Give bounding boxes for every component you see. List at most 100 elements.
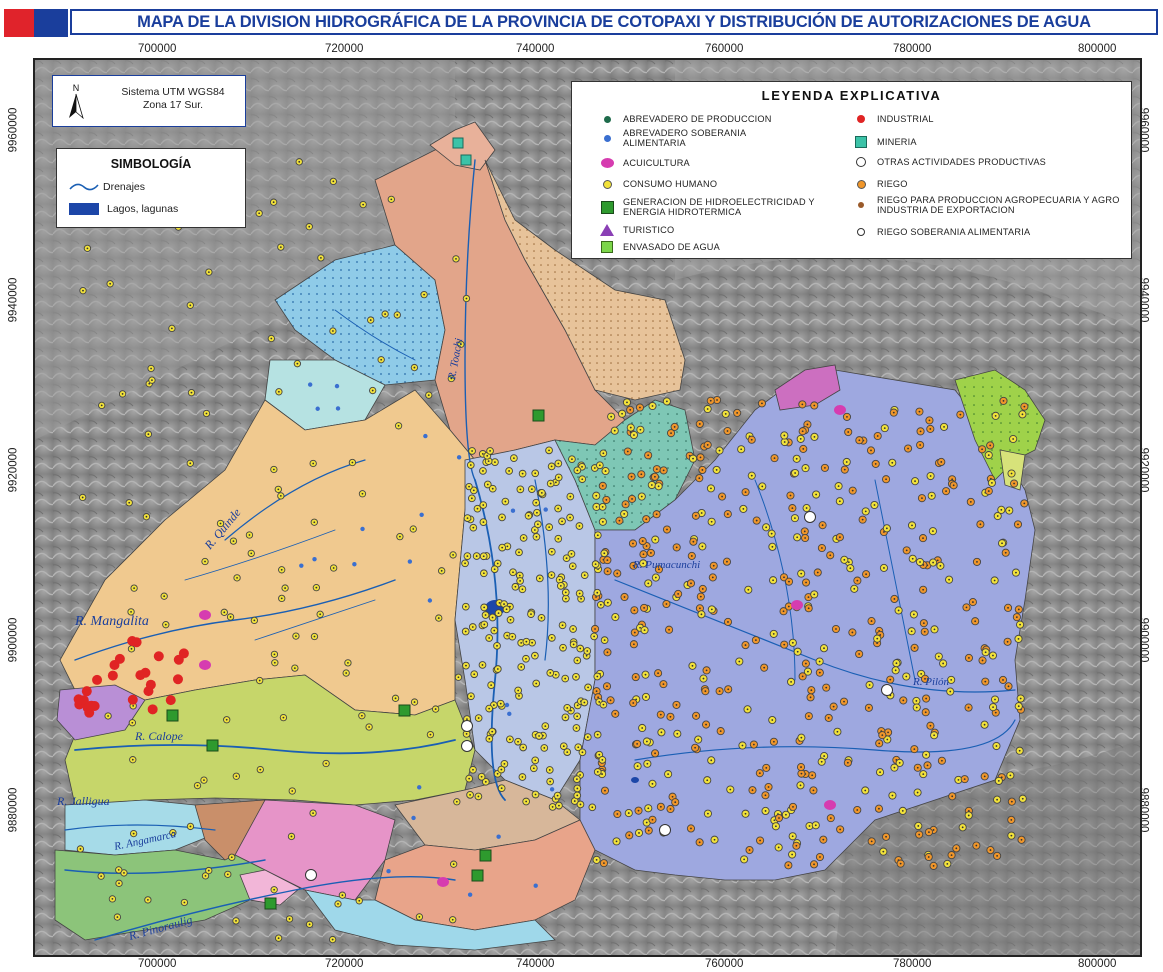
- river-west-branch-1: [184, 529, 336, 581]
- point-riego-center: [690, 827, 692, 830]
- point-riego-center: [913, 748, 916, 751]
- point-consumo-center: [128, 501, 131, 504]
- legend-item-mineria: MINERIA: [854, 135, 1124, 149]
- point-consumo-center: [596, 733, 599, 736]
- point-consumo-center: [500, 787, 503, 790]
- point-riego-center: [718, 690, 721, 693]
- point-consumo-center: [836, 730, 839, 733]
- point-consumo-center: [133, 587, 136, 590]
- point-consumo-center: [207, 869, 210, 872]
- point-consumo-center: [499, 702, 502, 705]
- point-riego-center: [851, 631, 854, 634]
- point-consumo-center: [493, 629, 496, 632]
- dot-red-icon: [857, 115, 865, 123]
- point-abrevadero-soberania: [467, 892, 473, 897]
- point-riego-center: [803, 530, 806, 533]
- point-consumo-center: [482, 572, 485, 575]
- point-riego-center: [677, 593, 680, 595]
- point-riego-center: [922, 537, 924, 540]
- legend-box: LEYENDA EXPLICATIVA ABREVADERO DE PRODUC…: [571, 81, 1132, 259]
- point-riego-center: [709, 399, 712, 402]
- point-riego-center: [929, 428, 932, 430]
- point-abrevadero-soberania: [496, 834, 501, 839]
- x-tick-top-760000: 760000: [705, 43, 744, 55]
- north-arrow-icon: N: [69, 83, 84, 120]
- point-consumo-center: [272, 201, 275, 204]
- point-consumo-center: [219, 522, 222, 525]
- point-consumo-center: [279, 495, 282, 497]
- point-consumo-center: [610, 415, 613, 418]
- point-consumo-center: [511, 635, 514, 638]
- point-consumo-center: [853, 587, 856, 590]
- simbologia-item-lagos: Lagos, lagunas: [69, 203, 178, 215]
- point-consumo-center: [957, 778, 960, 781]
- point-riego-center: [701, 469, 704, 471]
- point-consumo-center: [362, 203, 365, 206]
- point-consumo-center: [203, 779, 205, 782]
- point-consumo-center: [204, 874, 207, 877]
- point-consumo-center: [170, 327, 173, 330]
- point-consumo-center: [465, 297, 468, 300]
- point-consumo-center: [235, 919, 237, 922]
- point-consumo-center: [484, 780, 487, 783]
- simbologia-label-drenajes: Drenajes: [103, 181, 146, 193]
- point-riego-center: [654, 752, 656, 755]
- point-riego-center: [1015, 616, 1018, 619]
- point-consumo-center: [465, 732, 468, 735]
- point-riego-center: [655, 468, 658, 471]
- point-consumo-center: [729, 788, 732, 791]
- point-riego-center: [761, 402, 763, 405]
- point-riego-center: [616, 572, 619, 575]
- point-consumo-center: [578, 592, 581, 595]
- x-tick-bottom-780000: 780000: [893, 958, 932, 970]
- authorization-points: [73, 137, 1029, 944]
- point-consumo-center: [522, 746, 525, 749]
- point-consumo-center: [466, 718, 468, 720]
- point-riego-center: [881, 734, 884, 737]
- point-consumo-center: [503, 762, 506, 765]
- point-consumo-center: [540, 491, 543, 494]
- point-riego-center: [1017, 608, 1020, 611]
- point-consumo-center: [805, 507, 808, 509]
- point-riego-center: [705, 669, 708, 672]
- point-abrevadero-soberania: [456, 455, 462, 460]
- point-riego-center: [772, 740, 775, 743]
- point-riego-center: [699, 456, 702, 459]
- point-consumo-center: [131, 721, 134, 724]
- point-consumo-center: [535, 535, 538, 538]
- point-riego-center: [874, 463, 877, 465]
- point-consumo-center: [961, 826, 964, 829]
- point-riego-center: [659, 805, 662, 808]
- point-consumo-center: [651, 405, 654, 407]
- point-consumo-center: [482, 470, 484, 472]
- point-consumo-center: [583, 574, 586, 577]
- point-consumo-center: [440, 569, 443, 572]
- point-riego-center: [624, 503, 627, 506]
- point-riego-center: [876, 435, 879, 437]
- point-consumo-center: [796, 536, 799, 539]
- point-consumo-center: [236, 576, 238, 579]
- point-riego-center: [662, 683, 665, 686]
- point-consumo-center: [429, 733, 432, 736]
- point-riego-center: [719, 730, 722, 733]
- point-consumo-center: [1021, 413, 1024, 416]
- point-riego-center: [967, 706, 970, 709]
- point-riego-center: [632, 702, 635, 704]
- point-riego-center: [645, 545, 648, 547]
- point-riego-center: [922, 622, 925, 625]
- point-consumo-center: [497, 612, 500, 615]
- river-label-pilon: R. Pilón: [912, 676, 950, 688]
- point-riego-center: [606, 559, 609, 562]
- river-label-calope: R. Calope: [134, 729, 184, 743]
- point-consumo-center: [820, 760, 823, 763]
- point-industrial: [78, 695, 89, 706]
- legend-label-abrevadero-soberania: ABREVADERO SOBERANIA ALIMENTARIA: [623, 128, 746, 148]
- point-consumo-center: [916, 791, 919, 794]
- point-consumo-center: [549, 672, 552, 674]
- point-riego-center: [902, 699, 905, 702]
- point-consumo-center: [145, 515, 148, 518]
- point-consumo-center: [466, 555, 469, 558]
- point-riego-center: [787, 605, 790, 608]
- point-consumo-center: [270, 337, 273, 340]
- legend-item-abrevadero-soberania: ABREVADERO SOBERANIA ALIMENTARIA: [600, 128, 790, 148]
